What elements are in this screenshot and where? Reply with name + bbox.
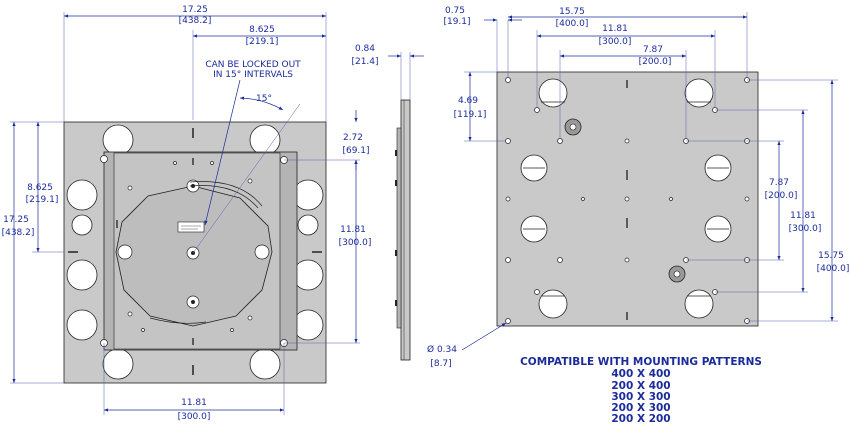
height-half-in: 8.625 bbox=[27, 183, 53, 193]
width-half-in: 8.625 bbox=[249, 25, 275, 35]
pattern-item: 400 X 400 bbox=[611, 368, 670, 380]
edge-offset-mm: [19.1] bbox=[443, 17, 470, 27]
pattern-item: 200 X 300 bbox=[611, 402, 670, 414]
compatibility-list: COMPATIBLE WITH MOUNTING PATTERNS 400 X … bbox=[520, 356, 762, 425]
front-view-dimensions: 17.25 [438.2] 8.625 [219.1] CAN BE LOCKE… bbox=[2, 5, 372, 422]
plate-cutouts bbox=[66, 124, 324, 380]
hole-diameter-mm: [8.7] bbox=[430, 359, 451, 369]
side-view bbox=[395, 99, 411, 361]
height-outer-in: 17.25 bbox=[3, 215, 29, 225]
edge-offset-in: 0.75 bbox=[445, 6, 465, 16]
vertical-offset-mm: [119.1] bbox=[454, 110, 487, 120]
offset-side-mm: [69.1] bbox=[342, 146, 369, 156]
compatibility-title: COMPATIBLE WITH MOUNTING PATTERNS bbox=[520, 356, 762, 368]
plate-slots bbox=[68, 128, 322, 375]
v-pattern-400-in: 15.75 bbox=[818, 251, 844, 261]
offset-side-in: 2.72 bbox=[343, 133, 363, 143]
pattern-300-in: 11.81 bbox=[602, 24, 628, 34]
lock-note-line1: CAN BE LOCKED OUT bbox=[205, 60, 301, 70]
pattern-item: 200 X 200 bbox=[611, 413, 670, 425]
pattern-horizontal-in: 11.81 bbox=[181, 398, 207, 408]
pattern-200-mm: [200.0] bbox=[639, 57, 672, 67]
side-view-dimensions: 0.84 [21.4] bbox=[351, 44, 424, 100]
pattern-item: 200 X 400 bbox=[611, 380, 670, 392]
hole-diameter-in: Ø 0.34 bbox=[427, 344, 457, 355]
v-pattern-200-in: 7.87 bbox=[769, 178, 789, 188]
pattern-400-mm: [400.0] bbox=[556, 19, 589, 29]
thickness-in: 0.84 bbox=[355, 44, 375, 54]
pattern-vertical-mm: [300.0] bbox=[339, 238, 372, 248]
v-pattern-300-mm: [300.0] bbox=[789, 224, 822, 234]
label-plate bbox=[177, 221, 205, 233]
back-view-dimensions: 0.75 [19.1] 15.75 [400.0] 11.81 [300.0] … bbox=[427, 6, 849, 369]
thickness-mm: [21.4] bbox=[351, 57, 378, 67]
vertical-offset-in: 4.69 bbox=[458, 96, 478, 106]
v-pattern-300-in: 11.81 bbox=[790, 211, 816, 221]
v-pattern-400-mm: [400.0] bbox=[817, 264, 850, 274]
height-half-mm: [219.1] bbox=[26, 195, 59, 205]
pattern-item: 300 X 300 bbox=[611, 391, 670, 403]
width-outer-in: 17.25 bbox=[182, 5, 208, 15]
width-outer-mm: [438.2] bbox=[179, 16, 212, 26]
front-view bbox=[63, 121, 327, 384]
pattern-200-in: 7.87 bbox=[643, 45, 663, 55]
pattern-400-in: 15.75 bbox=[559, 7, 585, 17]
lock-note-line2: IN 15° INTERVALS bbox=[213, 70, 293, 80]
angle-label: 15° bbox=[256, 94, 272, 104]
pattern-horizontal-mm: [300.0] bbox=[178, 412, 211, 422]
pattern-300-mm: [300.0] bbox=[599, 37, 632, 47]
v-pattern-200-mm: [200.0] bbox=[765, 191, 798, 201]
height-outer-mm: [438.2] bbox=[2, 228, 35, 238]
pattern-vertical-in: 11.81 bbox=[340, 225, 366, 235]
width-half-mm: [219.1] bbox=[246, 37, 279, 47]
